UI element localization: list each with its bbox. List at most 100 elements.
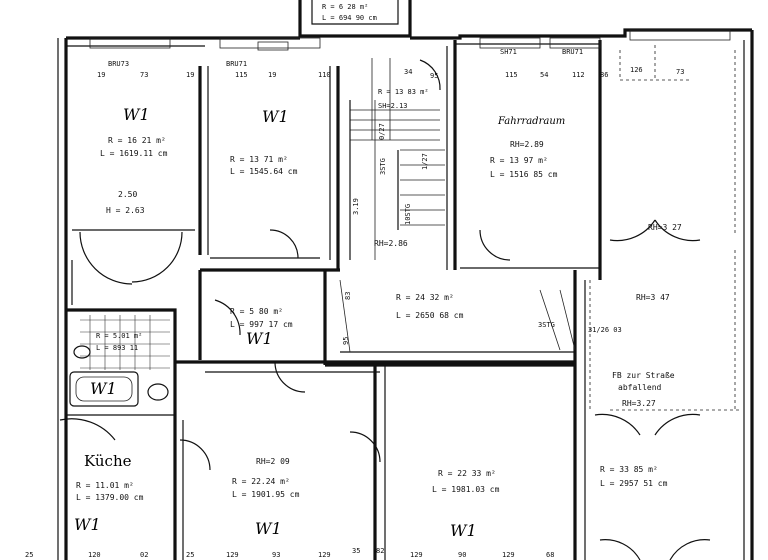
dim-label: 34 [404,68,412,76]
room-perimeter: L = 1981.03 cm [432,485,500,494]
dim-label: 90 [458,551,466,559]
room-2-labels: W1 R = 13 71 m² L = 1545.64 cm [230,107,298,176]
room-width: 2.50 [118,190,137,199]
room-note: FB zur Straße [612,371,675,380]
dim-label: 54 [540,71,548,79]
room-perimeter: L = 1619.11 cm [100,149,168,158]
room-note: abfallend [618,383,662,392]
room-rh: RH=2.89 [510,140,544,149]
dim-label: 82 [376,547,384,555]
room-rh: RH=3 47 [636,293,670,302]
room-rh: RH=2.86 [374,239,408,248]
dim-label: 73 [676,68,684,76]
dim-label: 110 [318,71,331,79]
room-label: W1 [90,379,117,398]
room-title: Küche [84,452,132,470]
stair-dimension: 1/27 [421,153,429,170]
corridor-labels: R = 5 80 m² L = 997 17 cm W1 [230,307,293,348]
dim-label: 83 [344,292,352,300]
room-perimeter: L = 1545.64 cm [230,167,298,176]
room-area: R = 22.24 m² [232,477,290,486]
room-area: R = 5.01 m² [96,332,142,340]
room-perimeter: L = 997 17 cm [230,320,293,329]
stair-steps: 3STG [379,158,387,175]
dim-label: 35 [352,547,360,555]
room-area: R = 13 71 m² [230,155,288,164]
room-label: W1 [255,519,282,538]
stair-dimension: 0/27 [378,123,386,140]
room-perimeter: L = 2957 51 cm [600,479,668,488]
room-area: R = 16 21 m² [108,136,166,145]
room-title: Fahrradraum [497,116,565,127]
dim-label: 73 [140,71,148,79]
stair-steps: 10STG [404,204,412,225]
stair-labels: R = 13 83 m² SH=2.13 3STG 10STG 3.19 1/2… [352,88,429,225]
dim-label: BRU73 [108,60,129,68]
room-perimeter: L = 2650 68 cm [396,311,464,320]
dim-label: 129 [318,551,331,559]
door-swings [59,45,740,560]
windows [89,29,731,51]
kitchen-labels: Küche R = 11.01 m² L = 1379.00 cm W1 [74,452,144,534]
dim-label: 86 [600,71,608,79]
dim-label: 95 [342,337,350,345]
bike-room-labels: Fahrradraum RH=2.89 R = 13 97 m² L = 151… [490,116,565,179]
room-rh: RH=3 27 [648,223,682,232]
dim-label: 115 [235,71,248,79]
mid-room-labels: RH=2 09 R = 22.24 m² L = 1901.95 cm W1 [232,457,300,538]
dim-label: 126 [630,66,643,74]
room-perimeter: L = 1516 85 cm [490,170,558,179]
stair-dimension: 31/26 03 [588,326,622,334]
room-area: R = 33 85 m² [600,465,658,474]
bath-labels: R = 5.01 m² L = 893 11 W1 [90,332,142,398]
room-label: W1 [450,521,477,540]
dim-label: 129 [410,551,423,559]
room-area: R = 11.01 m² [76,481,134,490]
room-area: R = 13 97 m² [490,156,548,165]
room-perimeter: L = 1901.95 cm [232,490,300,499]
room-label: W1 [246,329,273,348]
dim-label: 25 [186,551,194,559]
dim-label: BRU71 [226,60,247,68]
room-rh: RH=2 09 [256,457,290,466]
room-area: R = 24 32 m² [396,293,454,302]
right-room-labels: RH=3 27 RH=3 47 FB zur Straße abfallend … [600,223,682,488]
top-dimensions: BRU73 19 73 19 115 19 110 34 95 BRU71 SH… [97,48,684,80]
room-height: H = 2.63 [106,206,145,215]
bottom-dimensions: 25 120 02 25 129 93 129 35 82 129 90 129… [25,547,554,559]
dim-label: 19 [268,71,276,79]
dim-label: 115 [505,71,518,79]
room-perimeter: L = 1379.00 cm [76,493,144,502]
room-perimeter: L = 893 11 [96,344,138,352]
room-label: W1 [74,515,101,534]
room-label: W1 [262,107,289,126]
dim-label: 25 [25,551,33,559]
room-1-labels: W1 R = 16 21 m² L = 1619.11 cm 2.50 H = … [100,105,168,215]
dim-label: 19 [186,71,194,79]
hall-labels: RH=2.86 R = 24 32 m² L = 2650 68 cm 3STG… [342,239,622,345]
dim-label: 129 [226,551,239,559]
dim-label: 93 [272,551,280,559]
annex-labels: R = 6 28 m² L = 694 90 cm [322,3,377,22]
room-rh: RH=3.27 [622,399,656,408]
dim-label: 129 [502,551,515,559]
dim-label: 95 [430,72,438,80]
dim-label: 19 [97,71,105,79]
stair-area: R = 13 83 m² [378,88,429,96]
staircase [339,58,576,353]
annex-perimeter: L = 694 90 cm [322,14,377,22]
dim-label: 68 [546,551,554,559]
stair-dimension: 3.19 [352,198,360,215]
stair-height: SH=2.13 [378,102,408,110]
stair-steps: 3STG [538,321,555,329]
room-area: R = 22 33 m² [438,469,496,478]
walls [57,0,754,560]
bathroom-fixtures [69,315,170,407]
dim-label: 02 [140,551,148,559]
room-label: W1 [123,105,150,124]
dim-label: 112 [572,71,585,79]
annex-area: R = 6 28 m² [322,3,368,11]
room-area: R = 5 80 m² [230,307,283,316]
big-room-labels: R = 22 33 m² L = 1981.03 cm W1 [432,469,500,540]
